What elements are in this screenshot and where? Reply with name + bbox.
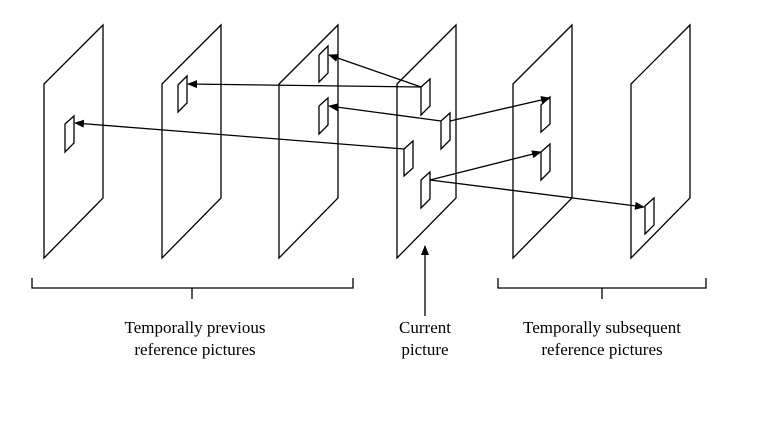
- current-picture-frame: [396, 23, 457, 260]
- motion-vector-arrow: [74, 119, 405, 150]
- current-block: [420, 170, 431, 210]
- motion-vector-arrow: [449, 96, 551, 122]
- motion-vector-arrow: [429, 179, 645, 210]
- motion-vector-arrow: [328, 54, 422, 88]
- motion-vector-arrow: [429, 150, 542, 181]
- reference-picture-frame-4: [512, 23, 573, 260]
- reference-picture-frame-3: [278, 23, 339, 260]
- previous-pictures-brace: [31, 278, 354, 299]
- current-block: [403, 139, 414, 178]
- reference-block: [64, 114, 75, 154]
- previous-reference-pictures-label: Temporally previous reference pictures: [90, 317, 300, 361]
- current-block: [440, 111, 451, 151]
- reference-picture-frame-2: [161, 23, 222, 260]
- current-block: [420, 77, 431, 117]
- current-label-line1: Current: [399, 318, 451, 337]
- previous-label-line2: reference pictures: [134, 340, 256, 359]
- reference-block: [177, 74, 188, 114]
- subsequent-label-line2: reference pictures: [541, 340, 663, 359]
- reference-picture-frame-1: [43, 23, 104, 260]
- subsequent-pictures-brace: [497, 278, 707, 299]
- reference-block: [318, 96, 329, 136]
- previous-label-line1: Temporally previous: [124, 318, 266, 337]
- subsequent-label-line1: Temporally subsequent: [523, 318, 681, 337]
- reference-block: [540, 142, 551, 182]
- current-label-line2: picture: [401, 340, 449, 359]
- motion-vector-arrow: [328, 103, 442, 122]
- current-picture-label: Current picture: [370, 317, 480, 361]
- motion-vector-arrow: [187, 80, 422, 89]
- reference-block: [540, 95, 551, 134]
- reference-picture-frame-5: [630, 23, 691, 260]
- reference-block: [318, 44, 329, 84]
- subsequent-reference-pictures-label: Temporally subsequent reference pictures: [497, 317, 707, 361]
- reference-block: [644, 196, 655, 236]
